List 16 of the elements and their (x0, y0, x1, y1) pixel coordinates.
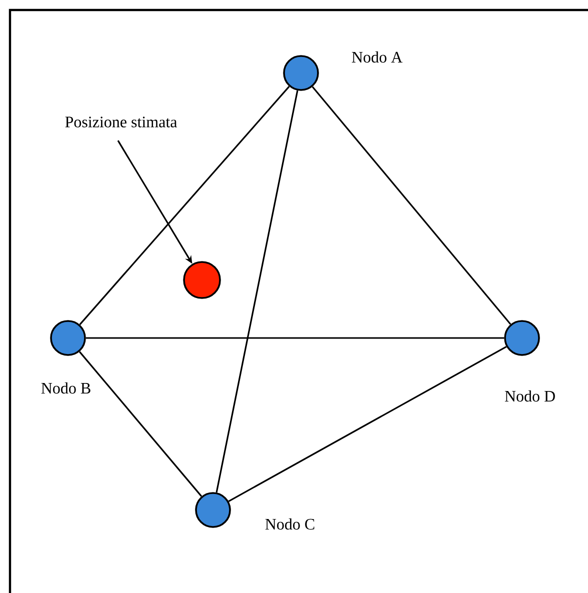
circle-marker (195, 492, 231, 528)
circle-marker (50, 320, 86, 356)
circle-marker (504, 320, 540, 356)
circle-marker (283, 55, 319, 91)
connector-line (79, 86, 290, 326)
node-label: Nodo D (504, 390, 555, 402)
node-label: Nodo B (41, 382, 90, 394)
connector-line (86, 337, 504, 339)
connector-line (312, 86, 512, 325)
connector-line (78, 351, 202, 497)
connector-line (216, 90, 298, 493)
circle-marker (183, 261, 221, 299)
node-label: Nodo A (352, 51, 402, 63)
text-label: Posizione stimata (65, 116, 178, 128)
node-label: Nodo C (265, 518, 314, 530)
connector-line (228, 346, 507, 502)
